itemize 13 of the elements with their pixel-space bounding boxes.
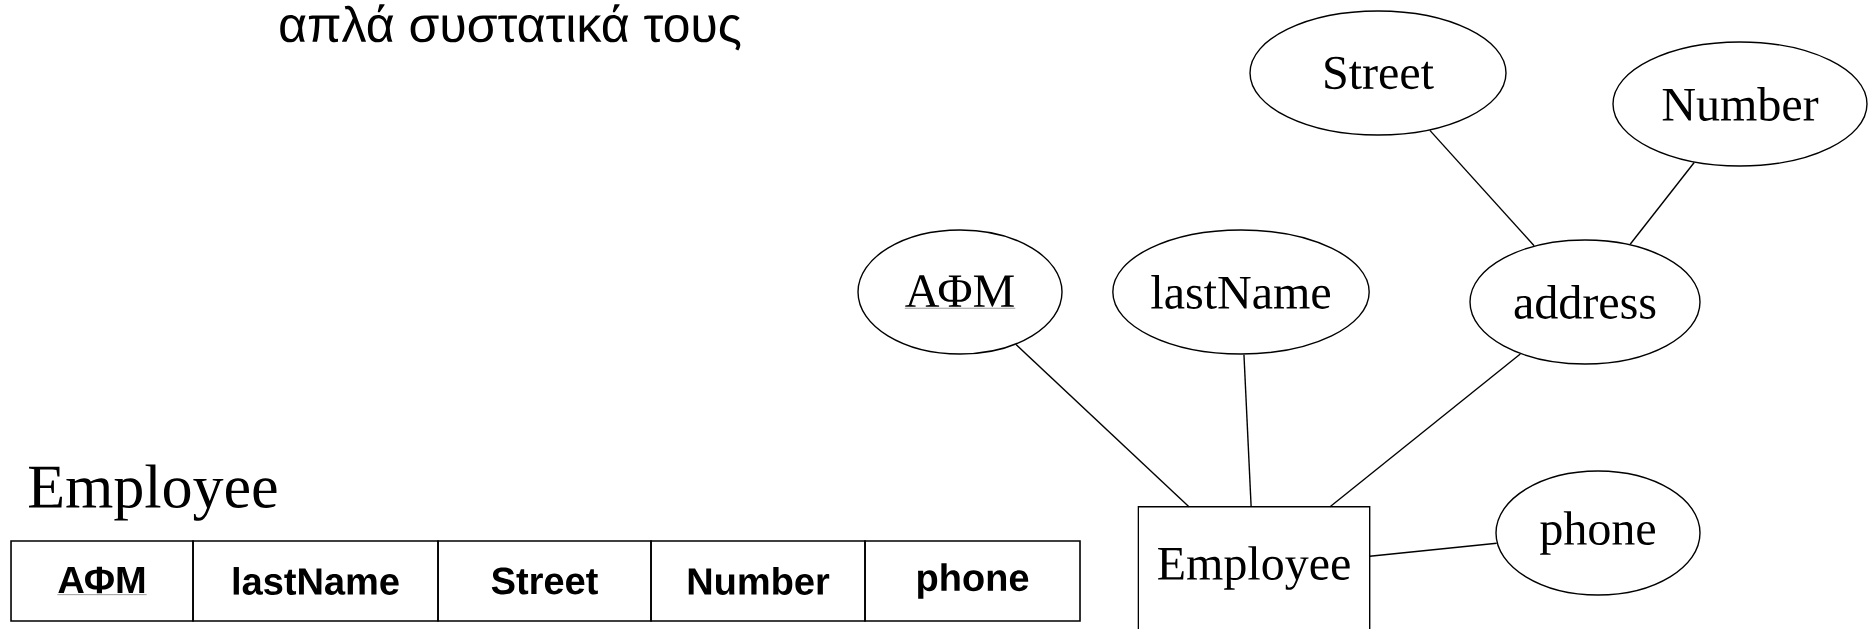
connector-line xyxy=(1329,353,1521,508)
table-cell: Street xyxy=(437,540,652,622)
connector-line xyxy=(1015,343,1190,508)
connector-line xyxy=(1243,354,1252,508)
table-cell: ΑΦΜ xyxy=(10,540,194,622)
table-cell: Number xyxy=(650,540,866,622)
table-cell: phone xyxy=(864,540,1081,622)
connector-line xyxy=(1629,161,1695,245)
table-cell: lastName xyxy=(192,540,439,622)
connector-line xyxy=(1369,542,1498,557)
table-name: Employee xyxy=(29,464,277,521)
connector-line xyxy=(1429,129,1535,247)
heading: απλά συστατικά τους xyxy=(280,4,741,51)
